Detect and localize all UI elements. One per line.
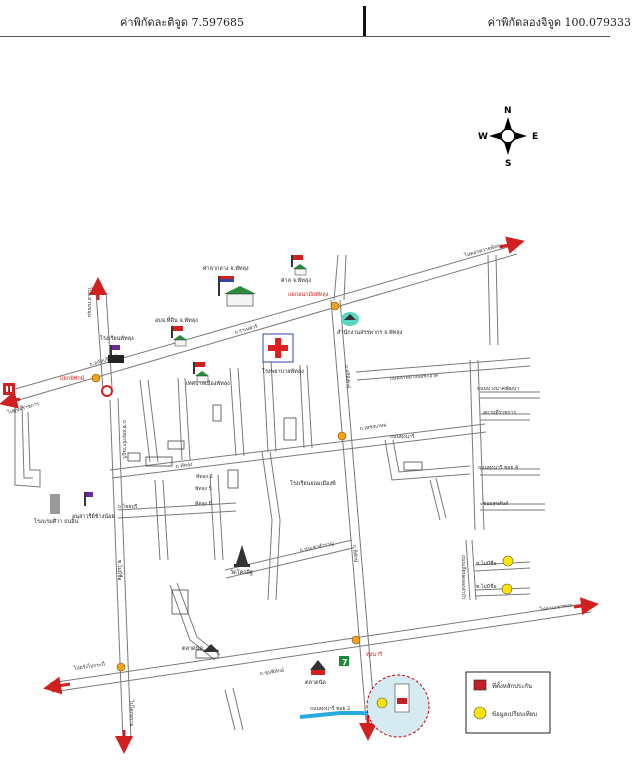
header-underline: [0, 36, 610, 37]
longitude-label: ค่าพิกัดลองจิจูด 100.079333: [487, 16, 631, 29]
compass-icon: N S W E: [478, 106, 538, 169]
label-prison: อบจ.ที่ดิน จ.พัทลุง: [155, 316, 198, 324]
road-label-5: ไปควนเขาพนม: [538, 601, 573, 613]
road-label-23: ถนนลาดยางบ่อชะอวด: [390, 373, 439, 382]
road-label-10: ถ.ช่วยทุกข์ราษฎร์: [121, 420, 128, 459]
road-label-2: ไปอ.ควนขนุน: [86, 286, 93, 318]
road-label-21: ซ.ไม่มีชื่อ: [476, 583, 497, 590]
building-blocks: [127, 404, 423, 659]
label-temple: วัดโคกอิฐ: [230, 568, 253, 576]
legend-property-label: ที่ตั้งหลักประกัน: [492, 680, 532, 690]
coordinate-header: ค่าพิกัดละติจูด 7.597685 ค่าพิกัดลองจิจู…: [0, 0, 641, 38]
road-label-24: ถนนนางนาคพัฒนา: [477, 386, 519, 392]
road-label-17: พัทลุง 5: [195, 486, 212, 492]
market-icon: [203, 644, 326, 675]
label-school2: โรงเรียนจอมเมืองพี: [290, 479, 336, 487]
road-label-4: ไปตรังไปกระบี่: [72, 661, 105, 672]
label-court: ศาล จ.พัทลุง: [281, 277, 311, 284]
traffic-signal-icons: [91, 301, 361, 672]
circle-marker-icon: [101, 385, 113, 397]
seven-eleven-icon: 7: [339, 656, 349, 667]
label-intersection: แยกอนามัยพัทลุง: [288, 291, 329, 298]
road-label-9: ถ.พัทลุง: [175, 462, 193, 470]
temple-icon: [234, 545, 250, 567]
revenue-office-icon: [341, 312, 359, 326]
label-revenue: สำนักงานสรรพากร จ.พัทลุง: [337, 329, 403, 336]
road-label-20: ซ.ไม่มีชื่อ: [476, 560, 497, 567]
legend-comparison-label: ข้อมูลเปรียบเทียบ: [492, 710, 537, 718]
road-label-30: ถนนทุ่งนารี ซอย 2: [310, 705, 350, 712]
road-label-29: ถนนทุ่งนารี ซอย 4: [478, 464, 518, 471]
road-label-26: ถนนทุ่งนารี: [390, 433, 415, 440]
road-label-12: ถ.เพชรเกษม: [359, 422, 387, 432]
poi-left-icon: [3, 383, 15, 395]
label-hotel: โรงแรมศิวา ธนอิน: [34, 517, 79, 525]
compass-s: S: [505, 159, 511, 169]
compass-w: W: [478, 132, 488, 142]
legend-property-swatch: [473, 679, 487, 691]
place-labels: ศาลากลาง จ.พัทลุง ศาล จ.พัทลุง อบจ.ที่ดิ…: [34, 265, 403, 686]
compass-e: E: [532, 132, 538, 142]
direction-arrows: [0, 236, 599, 754]
label-market2: ตลาดนัด: [305, 679, 326, 686]
label-hospital: โรงพยาบาลพัทลุง: [262, 367, 304, 375]
road-label-19: ถ.ประชาสำราญ: [299, 541, 334, 554]
svg-text:7: 7: [342, 658, 348, 667]
road-label-16: พัทลุง 2: [196, 474, 213, 480]
compass-n: N: [504, 106, 512, 116]
road-label-14: ถ.ขุนพิทักษ์: [259, 667, 285, 677]
label-monument: อนุสาวรีย์ช้างน้อย: [72, 513, 115, 520]
comparison-marker-1: [376, 697, 388, 709]
road-label-6: ไปโคกทราย: [128, 699, 135, 727]
road-label-22: ซ.ไม่มีชื่อ: [116, 560, 123, 581]
comparison-marker-3: [501, 583, 513, 595]
monument-icon: [84, 492, 93, 506]
road-label-8: ถ.อภัยบริรักษ์: [89, 353, 119, 368]
road-label-15: ถ.ไชยบุรี: [118, 503, 138, 510]
label-school: โรงเรียนพัทลุง: [100, 334, 134, 342]
hospital-icon: [262, 333, 294, 363]
comparison-marker-2: [502, 555, 514, 567]
road-label-25: ถนนเลียบคลองลำปำ: [460, 555, 467, 600]
junction-labels: แยกอนามัยพัทลุง แยกพิทักษ์ ทุ่งนารี: [60, 291, 382, 658]
road-label-13: ถ.พิทักษ์: [351, 545, 360, 564]
header-divider: [363, 6, 366, 36]
government-building-icons: [108, 255, 307, 383]
label-bank: เทศบาลเมืองพัทลุง: [186, 380, 230, 387]
map-legend: ที่ตั้งหลักประกัน ข้อมูลเปรียบเทียบ: [465, 671, 551, 734]
property-marker: [397, 698, 407, 704]
label-market1: ตลาดนัด: [182, 645, 203, 652]
road-label-27: สถานที่ราชการ: [483, 409, 516, 416]
road-label-11: ถ.ศรีพิทักษ์: [343, 365, 352, 390]
label-junction: แยกพิทักษ์: [60, 375, 85, 382]
hotel-icon: [50, 494, 60, 514]
legend-comparison-swatch: [473, 706, 487, 720]
label-district-office: ศาลากลาง จ.พัทลุง: [203, 265, 249, 272]
road-label-28: ซอยสุขสันต์: [483, 500, 509, 507]
latitude-label: ค่าพิกัดละติจูด 7.597685: [120, 16, 244, 29]
label-junction2: ทุ่งนารี: [366, 651, 382, 658]
road-label-18: พัทลุง 6: [195, 501, 212, 507]
